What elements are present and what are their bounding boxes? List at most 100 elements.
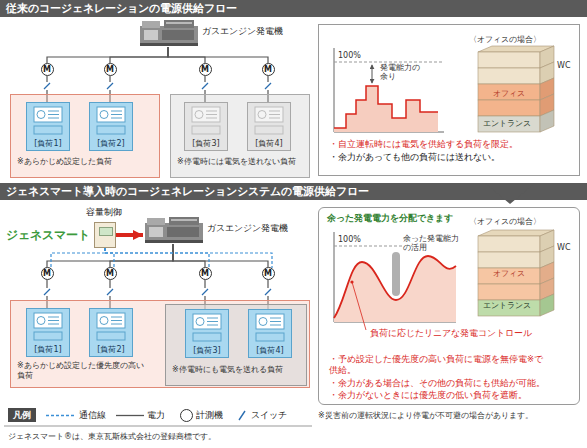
node-text: ※停電時には電気を送れない負荷 [177, 157, 307, 167]
meter-symbol-letter: M [200, 268, 211, 279]
panel-door [97, 126, 125, 134]
drawing-part [485, 183, 535, 204]
trademark-note: ジェネスマート®は、東京瓦斯株式会社の登録商標です。 [8, 432, 216, 442]
meter-circle: M [41, 267, 54, 280]
text-slot: [負荷3] [186, 346, 228, 356]
legend-text: 計測機 [196, 410, 223, 421]
panel-door [34, 126, 62, 134]
office-building: 〈オフィスの場合〉WCオフィスエントランス [465, 215, 577, 327]
drawing-part [140, 20, 198, 46]
node-text: [負荷1] [27, 139, 69, 149]
signal-wire [51, 248, 105, 268]
panel-line [206, 111, 217, 112]
meter-symbol-letter: M [42, 64, 53, 75]
load-group-region: ※停電時にも電気を送れる負荷[負荷3][負荷4] [165, 304, 307, 386]
drawing-part [372, 65, 373, 83]
meter-circle: M [199, 63, 212, 76]
callout-text: 余った発電能力の活用 [403, 235, 463, 253]
drawing-part [352, 282, 366, 330]
legend-switch-symbol [239, 411, 245, 420]
text-slot: エントランス [483, 301, 543, 311]
meter-symbol-letter: M [105, 64, 116, 75]
text-slot: ジェネスマート [6, 228, 90, 243]
panel-face [256, 314, 284, 329]
text-slot: [負荷2] [90, 345, 132, 355]
power-wire [173, 244, 268, 267]
legend-item: スイッチ [236, 408, 287, 422]
node-text: [負荷1] [27, 345, 69, 355]
dial [258, 111, 266, 119]
drawing-part [478, 100, 540, 116]
panel-door [255, 126, 283, 134]
power-wire [173, 244, 205, 267]
node-text: ジェネスマート導入時のコージェネレーションシステムの電源供給フロー [0, 183, 587, 200]
node-text: WC [557, 243, 575, 253]
drawing-part [202, 288, 208, 296]
power-wire [168, 47, 268, 63]
text-slot: [負荷3] [185, 139, 227, 149]
legend-text: スイッチ [251, 410, 287, 421]
legend-text: 通信線 [79, 410, 106, 421]
drawing-part [44, 83, 50, 89]
panel-line [207, 325, 218, 326]
drawing-part [478, 284, 540, 300]
legend-item: 通信線 [46, 408, 106, 422]
text-slot: エントランス [483, 119, 543, 129]
node-text: ガスエンジン発電機 [207, 223, 288, 234]
node-text: ・余力があっても他の負荷には送れない。 [329, 152, 574, 163]
text-slot: ・自立運転時には電気を供給する負荷を限定。 [329, 139, 574, 150]
gas-engine-generator: ガスエンジン発電機 [138, 17, 283, 47]
callout-text: 負荷に応じたリニアな発電コントロール [370, 328, 532, 339]
drawing-part [334, 86, 438, 132]
text-slot: [負荷4] [249, 346, 291, 356]
meter-circle: M [262, 63, 275, 76]
text-slot: 〈オフィスの場合〉 [469, 35, 569, 45]
footnote: ※災害前の運転状況により停電が不可避の場合があります。 [318, 411, 533, 421]
power-wire [110, 47, 168, 63]
panel-line [111, 320, 122, 321]
load-panel: [負荷1] [26, 102, 70, 151]
load-panel: [負荷3] [184, 102, 228, 151]
drawing-part [107, 289, 113, 295]
drawing-part [540, 110, 554, 132]
panel-line [269, 118, 280, 119]
section-header-band: 従来のコージェネレーションの電源供給フロー [0, 0, 587, 17]
drawing-part [334, 86, 438, 128]
drawing-part [44, 288, 50, 296]
load-panel: [負荷3] [185, 309, 229, 358]
panel-line [111, 114, 122, 115]
legend-text: 電力 [147, 410, 165, 421]
drawing-part [334, 48, 335, 132]
load-group-region: ※あらかじめ設定した負荷[負荷1][負荷2] [10, 94, 160, 178]
meter-circle: M [262, 267, 275, 280]
power-wire [168, 47, 205, 63]
node-text: [負荷4] [249, 346, 291, 356]
node-text: エントランス [483, 119, 543, 129]
meter-circle: M [41, 63, 54, 76]
panel-line [207, 318, 218, 319]
text-slot: M [200, 64, 211, 75]
meter-symbol-letter: M [105, 268, 116, 279]
panel-line [270, 325, 281, 326]
drawing-part [392, 252, 400, 296]
legend-sample [180, 409, 193, 422]
drawing-part [202, 83, 208, 89]
genesmart-controller: ジェネスマート [6, 222, 116, 248]
text-slot: [負荷4] [248, 139, 290, 149]
drawing-part [478, 252, 540, 268]
panel-line [206, 118, 217, 119]
meter-circle: M [104, 63, 117, 76]
legend-power-line [116, 414, 144, 415]
load-group-region: ※停電時には電気を送れない負荷 [負荷3] [負荷4] [170, 94, 310, 178]
legend-sample [236, 409, 248, 422]
meter-circle: M [104, 267, 117, 280]
panel-face [193, 314, 221, 329]
node-text: オフィス [493, 89, 543, 99]
node-text: 余った発電電力を分配できます [327, 213, 477, 224]
drawing-part [107, 288, 113, 296]
text-slot: M [105, 64, 116, 75]
dial [100, 111, 108, 119]
text-slot: ・余力がある場合は、その他の負荷にも供給が可能。 [329, 378, 569, 389]
text-slot: 従来のコージェネレーションの電源供給フロー [0, 0, 587, 17]
drawing-part [478, 68, 540, 84]
